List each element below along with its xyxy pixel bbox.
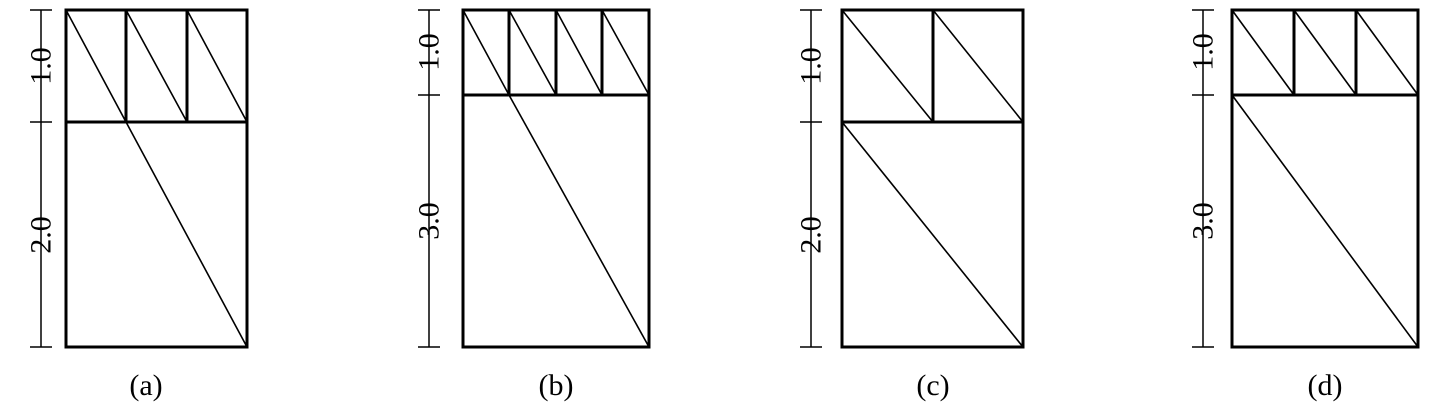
diagonal-member xyxy=(555,9,603,96)
outer-frame xyxy=(1230,8,1420,349)
dimension-label-lower: 3.0 xyxy=(1187,202,1220,240)
panel-d: 1.0 3.0 (d) xyxy=(1187,8,1420,402)
long-diagonal xyxy=(841,121,1024,348)
diagonal-member xyxy=(508,9,557,96)
panel-caption: (c) xyxy=(916,369,949,402)
dimension-label-lower: 2.0 xyxy=(25,216,58,254)
panel-a: 1.0 2.0 (a) xyxy=(25,8,249,402)
long-diagonal xyxy=(125,121,248,348)
dimension-label-lower: 2.0 xyxy=(795,216,828,254)
dimension-label-upper: 1.0 xyxy=(795,47,828,85)
diagonal-member xyxy=(1355,9,1419,96)
panel-c: 1.0 2.0 (c) xyxy=(795,8,1025,402)
dimension-label-lower: 3.0 xyxy=(413,202,446,240)
panel-caption: (d) xyxy=(1308,369,1343,402)
diagonal-member xyxy=(125,9,188,123)
long-diagonal xyxy=(1231,94,1419,348)
diagonal-member xyxy=(65,9,127,123)
diagonal-member xyxy=(462,9,510,96)
panel-caption: (b) xyxy=(539,369,574,402)
panel-b: 1.0 3.0 (b) xyxy=(413,8,651,402)
diagonal-member xyxy=(841,9,934,123)
long-diagonal xyxy=(508,94,650,348)
dimension-label-upper: 1.0 xyxy=(1187,33,1220,71)
diagonal-member xyxy=(932,9,1024,123)
outer-frame xyxy=(64,8,249,349)
diagonal-member xyxy=(186,9,248,123)
dimension-label-upper: 1.0 xyxy=(413,33,446,71)
diagonal-member xyxy=(1231,9,1295,96)
diagonal-member xyxy=(1293,9,1357,96)
diagonal-member xyxy=(601,9,650,96)
dimension-label-upper: 1.0 xyxy=(25,47,58,85)
panel-caption: (a) xyxy=(129,369,162,402)
